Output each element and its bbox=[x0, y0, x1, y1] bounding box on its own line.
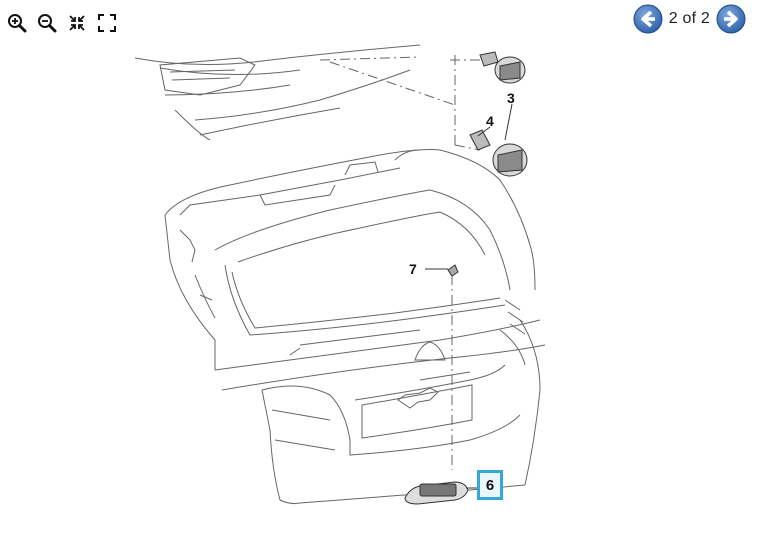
fullscreen-icon[interactable] bbox=[96, 12, 118, 34]
pager: 2 of 2 bbox=[633, 4, 746, 34]
shrink-icon[interactable] bbox=[66, 12, 88, 34]
callout-4: 4 bbox=[486, 113, 494, 129]
callout-7: 7 bbox=[409, 261, 417, 277]
callout-6-highlight[interactable]: 6 bbox=[477, 470, 503, 500]
arrow-right-icon[interactable] bbox=[716, 4, 746, 34]
zoom-in-icon[interactable] bbox=[6, 12, 28, 34]
page-indicator: 2 of 2 bbox=[668, 10, 710, 27]
callout-6: 6 bbox=[485, 476, 495, 494]
viewer-toolbar bbox=[6, 12, 118, 34]
callout-3: 3 bbox=[507, 90, 515, 106]
arrow-left-icon[interactable] bbox=[633, 4, 663, 34]
zoom-out-icon[interactable] bbox=[36, 12, 58, 34]
